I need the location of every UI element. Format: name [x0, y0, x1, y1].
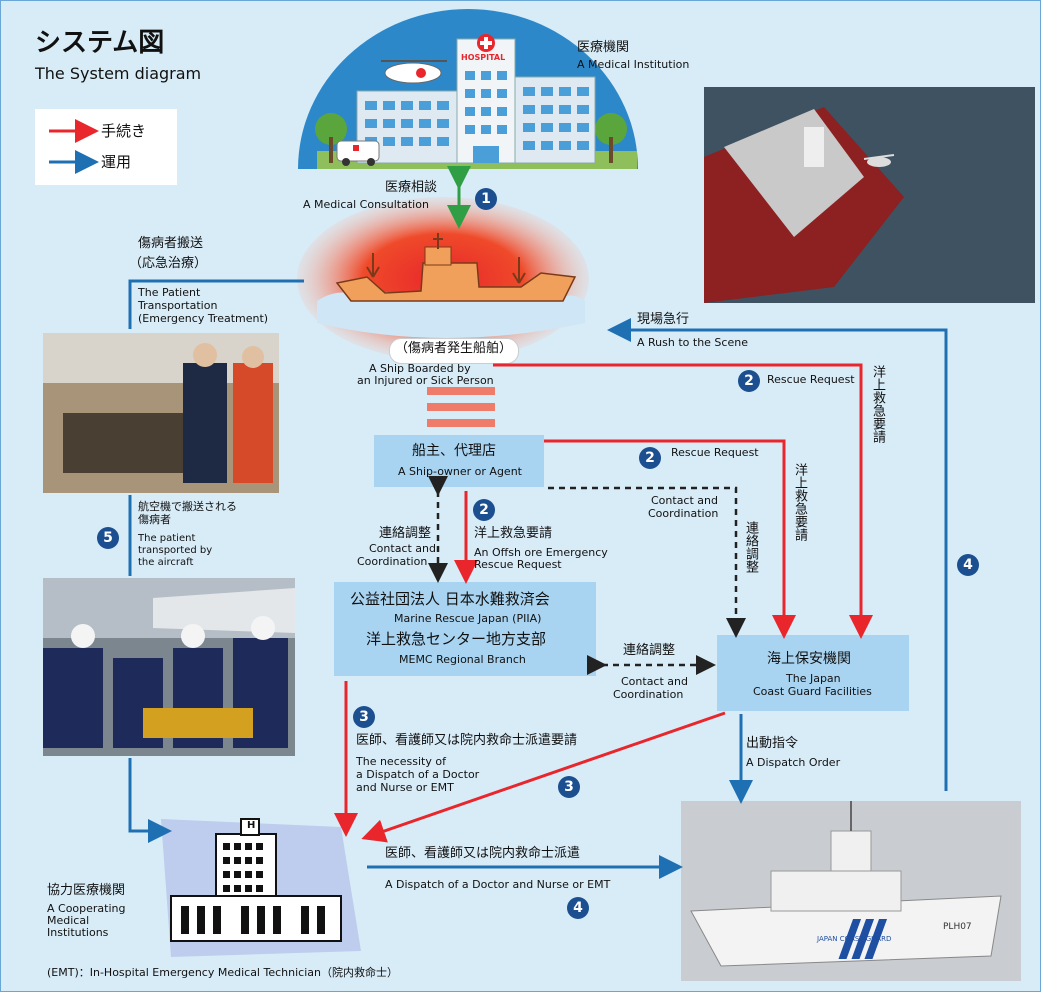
number-2-a: 2 — [738, 370, 760, 392]
transport-en3: (Emergency Treatment) — [138, 312, 269, 325]
contact-left-en2: Coordination — [357, 555, 428, 568]
consult-jp: 医療相談 — [385, 180, 438, 195]
contact-vertical: 連絡調整 — [742, 521, 758, 573]
dispatch-en: A Dispatch of a Doctor and Nurse or EMT — [385, 878, 611, 891]
ship-en1: A Ship Boarded by — [369, 362, 471, 375]
owner-en: A Ship-owner or Agent — [398, 465, 522, 478]
number-3-b: 3 — [558, 776, 580, 798]
contact-left-en1: Contact and — [369, 542, 436, 555]
medical-institution-jp: 医療機関 — [577, 40, 630, 55]
mrj-en1: Marine Rescue Japan (PIIA) — [394, 612, 542, 625]
dispatch-order-jp: 出動指令 — [746, 736, 799, 751]
stripe-1 — [427, 387, 495, 395]
jcg-jp: 海上保安機関 — [767, 651, 851, 667]
rush-jp: 現場急行 — [637, 312, 690, 327]
legend-operation: 運用 — [101, 153, 132, 171]
title-en: The System diagram — [35, 64, 202, 83]
cooperating-en3: Institutions — [47, 926, 109, 939]
ship-jp: （傷病者発生船舶） — [395, 341, 513, 356]
helicopter-ship-photo — [704, 87, 1035, 303]
dispatch-order-en: A Dispatch Order — [746, 756, 841, 769]
offshore-en2: Rescue Request — [474, 558, 562, 571]
stripe-2 — [427, 403, 495, 411]
jcg-en1: The Japan — [786, 672, 841, 685]
medical-institution-en: A Medical Institution — [577, 58, 690, 71]
rush-en: A Rush to the Scene — [637, 336, 748, 349]
dispatch-request-en1: The necessity of — [356, 755, 446, 768]
offshore-vertical-1: 洋上救急要請 — [869, 365, 885, 443]
offshore-vertical-2: 洋上救急要請 — [791, 463, 807, 541]
contact-right-en2: Coordination — [648, 507, 719, 520]
dispatch-request-en2: a Dispatch of a Doctor — [356, 768, 480, 781]
hull-text: JAPAN COAST GUARD — [816, 935, 891, 943]
number-4-a: 4 — [957, 554, 979, 576]
number-5: 5 — [97, 527, 119, 549]
contact-right-en1: Contact and — [651, 494, 718, 507]
patrol-ship-photo: JAPAN COAST GUARD PLH07 — [681, 801, 1021, 981]
mrj-jp2: 洋上救急センター地方支部 — [366, 630, 547, 648]
airport-transfer-photo — [43, 578, 295, 756]
rush-arrow — [607, 318, 948, 791]
dispatch-jp: 医師、看護師又は院内救命士派遣 — [385, 846, 581, 861]
ship-label-box — [389, 338, 519, 364]
offshore-en1: An Offsh ore Emergency — [474, 546, 608, 559]
mrj-en2: MEMC Regional Branch — [399, 653, 526, 666]
cooperating-jp: 協力医療機関 — [47, 883, 126, 898]
stripe-3 — [427, 419, 495, 427]
contact-left-jp: 連絡調整 — [379, 526, 432, 541]
aircraft-en1: The patient — [138, 533, 196, 544]
hospital-sign: HOSPITAL — [461, 53, 506, 62]
transport-jp2: （応急治療） — [129, 256, 208, 271]
ship-en2: an Injured or Sick Person — [357, 374, 494, 387]
number-3-a: 3 — [353, 706, 375, 728]
rescue-request-2: Rescue Request — [671, 446, 759, 459]
aircraft-jp1: 航空機で搬送される — [138, 500, 237, 513]
mrj-jp1: 公益社団法人 日本水難救済会 — [350, 590, 550, 608]
owner-jp: 船主、代理店 — [412, 443, 496, 459]
number-1: 1 — [475, 188, 497, 210]
cooperating-en1: A Cooperating — [47, 902, 126, 915]
footnote: (EMT)：In-Hospital Emergency Medical Tech… — [47, 966, 398, 979]
title-jp: システム図 — [35, 28, 165, 58]
transport-jp1: 傷病者搬送 — [138, 236, 204, 251]
transport-line-3 — [128, 758, 172, 843]
number-2-c: 2 — [473, 499, 495, 521]
aircraft-jp2: 傷病者 — [138, 513, 171, 526]
dispatch-request-jp: 医師、看護師又は院内救命士派遣要請 — [356, 733, 578, 748]
transport-en2: Transportation — [138, 299, 218, 312]
aircraft-en2: transported by — [138, 545, 213, 556]
contact-bottom-jp: 連絡調整 — [623, 643, 676, 658]
number-2-b: 2 — [639, 447, 661, 469]
hospital-h: H — [247, 820, 256, 831]
dispatch-request-en3: and Nurse or EMT — [356, 781, 454, 794]
legend — [35, 109, 177, 185]
hull-number: PLH07 — [943, 922, 972, 932]
offshore-jp: 洋上救急要請 — [474, 526, 553, 541]
aircraft-en3: the aircraft — [138, 557, 194, 568]
contact-bottom-en1: Contact and — [621, 675, 688, 688]
legend-procedure: 手続き — [101, 122, 147, 140]
contact-bottom-en2: Coordination — [613, 688, 684, 701]
aircraft-interior-photo — [43, 333, 279, 493]
cooperating-en2: Medical — [47, 914, 90, 927]
number-4-b: 4 — [567, 897, 589, 919]
jcg-en2: Coast Guard Facilities — [753, 685, 872, 698]
transport-en1: The Patient — [138, 286, 201, 299]
rescue-request-1: Rescue Request — [767, 373, 855, 386]
consult-en: A Medical Consultation — [303, 198, 429, 211]
